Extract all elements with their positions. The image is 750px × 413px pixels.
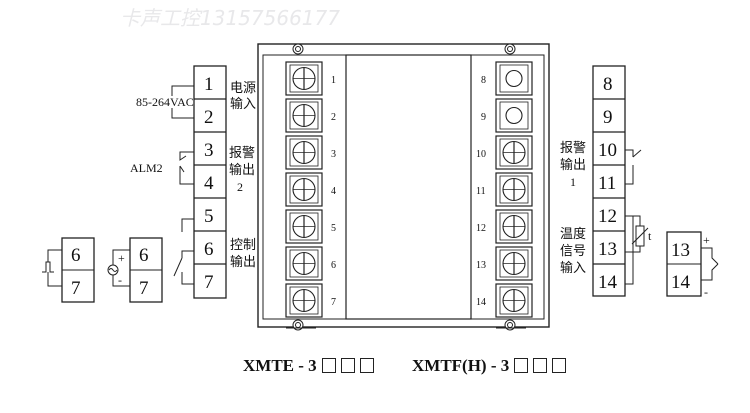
screw-terminal: [495, 172, 533, 207]
ssr-ac-plus: +: [118, 251, 125, 265]
device-terminal-number-1: 1: [331, 75, 336, 86]
watermark: 卡声工控13157566177: [120, 6, 340, 30]
left-terminal-3: 3: [204, 140, 214, 161]
ssr-pulse-terminal-6: 6: [71, 245, 81, 266]
device-right-numbers: 8 9 10 11 12 13 14: [476, 75, 486, 308]
right-terminal-9: 9: [603, 107, 613, 128]
thermocouple-minus: -: [704, 285, 708, 299]
ssr-pulse-block: [42, 237, 95, 303]
model-caption-xmtf: XMTF(H) - 3: [412, 356, 567, 376]
left-terminal-7: 7: [204, 272, 214, 293]
device-terminal-number-8: 8: [481, 75, 486, 86]
control-relay-symbol: [173, 218, 194, 285]
device-terminal-number-13: 13: [476, 260, 486, 271]
screw-terminal: [285, 98, 323, 133]
right-terminal-numbers: 8 9 10 11 12 13 14: [593, 74, 625, 293]
control-label-2: 输出: [230, 254, 256, 270]
thermocouple-plus: +: [703, 233, 710, 247]
screw-terminal: [495, 98, 533, 133]
alarm2-label-2: 输出: [229, 162, 255, 178]
alarm2-relay-symbol: [179, 151, 194, 185]
right-terminal-strip: [592, 65, 626, 297]
device-terminal-number-4: 4: [331, 186, 336, 197]
alarm2-label-3: 2: [237, 180, 243, 194]
device-terminal-number-14: 14: [476, 297, 486, 308]
ssr-ac-minus: -: [118, 273, 122, 287]
device-left-screw-column: [285, 61, 323, 318]
left-terminal-4: 4: [204, 173, 214, 194]
left-terminal-1: 1: [204, 74, 214, 95]
screw-terminal: [495, 61, 533, 96]
right-terminal-14: 14: [598, 272, 618, 293]
temp-input-label-1: 温度: [560, 226, 586, 242]
left-terminal-strip: [193, 65, 227, 299]
screw-terminal: [285, 209, 323, 244]
left-terminal-numbers: 1 2 3 4 5 6 7: [194, 74, 226, 293]
power-voltage-label: 85-264VAC: [136, 95, 194, 109]
model-code-box: [552, 358, 567, 373]
device-terminal-number-11: 11: [476, 186, 486, 197]
rtd-t-label: t: [648, 229, 652, 243]
thermocouple-terminal-13: 13: [671, 240, 690, 261]
screw-terminal: [285, 246, 323, 281]
screw-terminal: [285, 61, 323, 96]
ssr-ac-terminal-7: 7: [139, 278, 149, 299]
alarm1-label-3: 1: [570, 175, 576, 189]
rtd-symbol: [625, 215, 649, 285]
device-terminal-number-7: 7: [331, 297, 336, 308]
screw-terminal: [285, 172, 323, 207]
device-terminal-number-3: 3: [331, 149, 336, 160]
left-terminal-6: 6: [204, 239, 214, 260]
device-left-numbers: 1 2 3 4 5 6 7: [331, 75, 336, 308]
model-code-box: [340, 358, 355, 373]
device-terminal-number-6: 6: [331, 260, 336, 271]
alarm1-relay-symbol: [625, 149, 642, 185]
screw-terminal: [285, 135, 323, 170]
model-code-box: [359, 358, 374, 373]
device-terminal-number-9: 9: [481, 112, 486, 123]
ssr-ac-terminal-6: 6: [139, 245, 149, 266]
alarm1-label-1: 报警: [560, 140, 586, 156]
thermocouple-terminal-14: 14: [671, 272, 691, 293]
screw-terminal: [495, 246, 533, 281]
model-code-box: [321, 358, 336, 373]
model-name-xmtf: XMTF(H) - 3: [412, 356, 510, 375]
ssr-pulse-terminal-7: 7: [71, 278, 81, 299]
model-code-box: [514, 358, 529, 373]
model-code-box: [533, 358, 548, 373]
device-terminal-number-5: 5: [331, 223, 336, 234]
left-terminal-2: 2: [204, 107, 214, 128]
screw-terminal: [495, 135, 533, 170]
ssr-ac-block: [107, 237, 163, 303]
temp-input-label-2: 信号: [560, 244, 586, 259]
device-right-screw-column: [495, 61, 533, 318]
device-terminal-number-12: 12: [476, 223, 486, 234]
control-label-1: 控制: [230, 238, 256, 253]
model-caption-xmte: XMTE - 3: [243, 356, 374, 376]
left-terminal-5: 5: [204, 206, 214, 227]
temp-input-label-3: 输入: [560, 260, 586, 276]
right-terminal-12: 12: [598, 206, 617, 227]
power-input-label-2: 输入: [230, 96, 256, 112]
alarm1-label-2: 输出: [560, 157, 586, 173]
device-terminal-number-2: 2: [331, 112, 336, 123]
right-terminal-11: 11: [598, 173, 616, 194]
screw-terminal: [495, 283, 533, 318]
power-wiring: [171, 85, 194, 119]
alm2-label: ALM2: [130, 161, 163, 175]
screw-terminal: [495, 209, 533, 244]
thermocouple-block: [666, 231, 719, 297]
screw-terminal: [285, 283, 323, 318]
power-input-label-1: 电源: [230, 81, 256, 96]
device-terminal-number-10: 10: [476, 149, 486, 160]
right-terminal-13: 13: [598, 239, 617, 260]
right-terminal-8: 8: [603, 74, 613, 95]
right-terminal-10: 10: [598, 140, 617, 161]
model-name-xmte: XMTE - 3: [243, 356, 317, 375]
alarm2-label-1: 报警: [229, 145, 255, 161]
